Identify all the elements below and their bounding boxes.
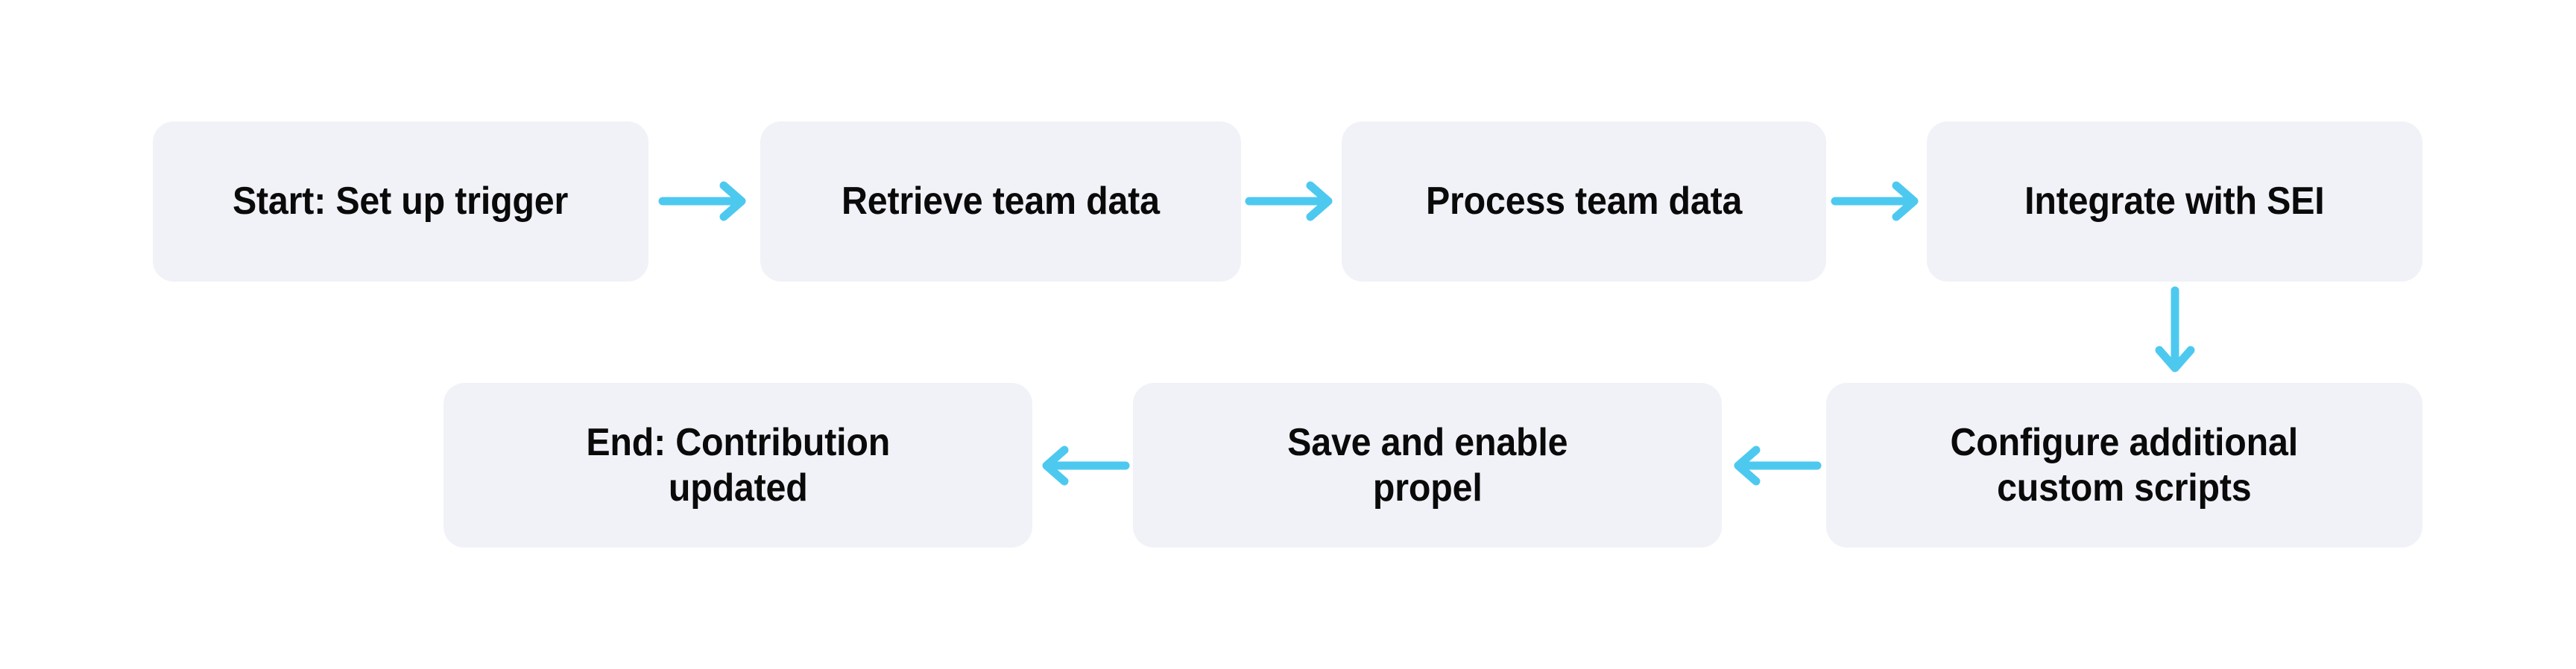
flow-node-process[interactable]: Process team data (1342, 121, 1826, 282)
arrow-left-icon (1734, 446, 1822, 486)
flow-arrow-start-to-retrieve (658, 179, 751, 223)
arrow-right-icon (1245, 181, 1333, 221)
flow-arrow-integrate-to-configure (2153, 286, 2197, 377)
flow-node-retrieve[interactable]: Retrieve team data (760, 121, 1241, 282)
arrow-left-icon (1042, 446, 1130, 486)
flow-node-configure[interactable]: Configure additional custom scripts (1826, 383, 2422, 548)
flow-node-integrate[interactable]: Integrate with SEI (1927, 121, 2422, 282)
flow-node-start[interactable]: Start: Set up trigger (153, 121, 648, 282)
arrow-right-icon (658, 181, 746, 221)
flow-arrow-process-to-integrate (1831, 179, 1923, 223)
flow-arrow-save-to-end (1036, 443, 1130, 488)
flow-node-label: Integrate with SEI (2024, 180, 2325, 223)
flow-arrow-configure-to-save (1728, 443, 1822, 488)
flow-node-label: Start: Set up trigger (233, 180, 569, 223)
arrow-down-icon (2155, 286, 2195, 372)
flow-node-end[interactable]: End: Contribution updated (443, 383, 1032, 548)
flow-node-save[interactable]: Save and enable propel (1133, 383, 1722, 548)
arrow-right-icon (1831, 181, 1919, 221)
flow-node-label: Configure additional custom scripts (1950, 420, 2299, 510)
flow-arrow-retrieve-to-process (1245, 179, 1337, 223)
flow-node-label: Retrieve team data (842, 180, 1160, 223)
flow-node-label: Save and enable propel (1287, 420, 1568, 510)
flow-node-label: End: Contribution updated (586, 420, 890, 510)
flow-node-label: Process team data (1425, 180, 1743, 223)
